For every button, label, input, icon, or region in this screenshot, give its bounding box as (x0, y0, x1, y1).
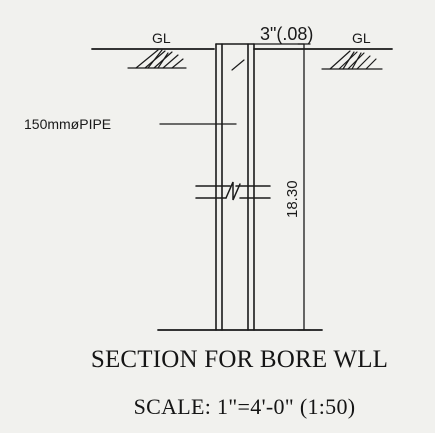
pipe-label: 150mmøPIPE (24, 116, 111, 132)
depth-dimension-label: 18.30 (284, 180, 301, 218)
ground-label-left: GL (152, 30, 171, 46)
top-dimension-label: 3"(.08) (260, 24, 313, 44)
ground-label-right: GL (352, 30, 371, 46)
ground-hatch-right (321, 50, 383, 70)
ground-hatch-left (127, 49, 187, 69)
pipe-arrow-mark (231, 59, 245, 71)
pipe-section (215, 43, 255, 331)
drawing-title: SECTION FOR BORE WLL (90, 346, 389, 373)
drawing-scale: SCALE: 1"=4'-0" (1:50) (133, 394, 356, 419)
pipe-break-mark (195, 181, 271, 201)
